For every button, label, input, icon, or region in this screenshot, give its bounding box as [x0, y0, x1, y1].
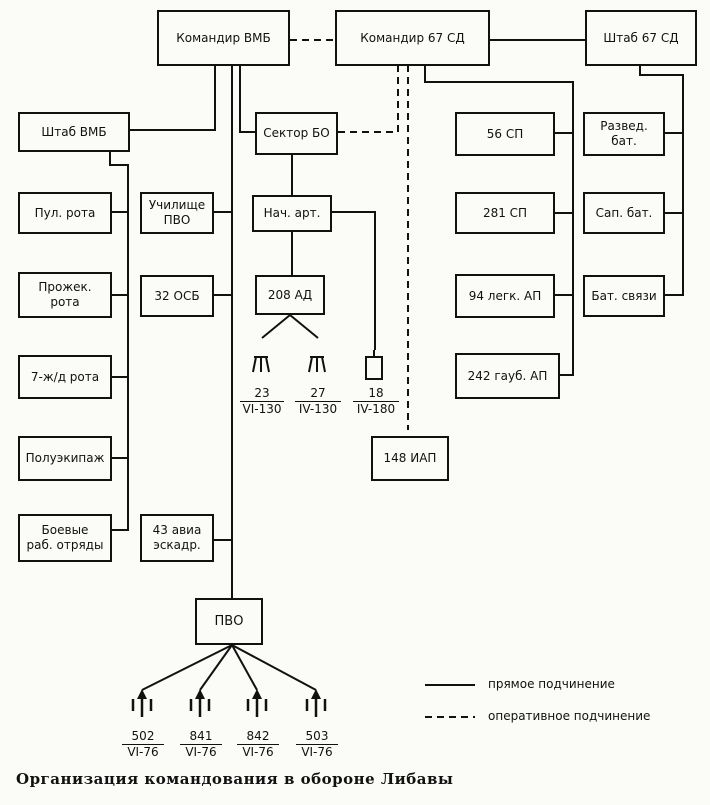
battery-type: IV-180	[356, 402, 396, 416]
battery-label: 18 IV-180	[353, 386, 399, 417]
box-56-sp: 56 СП	[455, 112, 555, 156]
aa-battery-label: 503 VI-76	[296, 729, 338, 760]
aa-battery-number: 841	[180, 729, 222, 745]
box-combat-work-units: Боевые раб. отряды	[18, 514, 112, 562]
box-recon-bat: Развед. бат.	[583, 112, 665, 156]
box-chief-artillery: Нач. арт.	[252, 195, 332, 232]
aa-battery-type: VI-76	[185, 745, 217, 759]
box-208-ad: 208 АД	[255, 275, 325, 315]
battery-label: 23 VI-130	[240, 386, 284, 417]
box-pvo: ПВО	[195, 598, 263, 645]
aa-gun-icon	[246, 689, 268, 717]
box-32-osb: 32 ОСБ	[140, 275, 214, 317]
box-aa-school: Училище ПВО	[140, 192, 214, 234]
box-94-ap: 94 легк. АП	[455, 274, 555, 318]
battery-number: 18	[353, 386, 399, 402]
box-signal-bat: Бат. связи	[583, 275, 665, 317]
box-naval-crew: Полуэкипаж	[18, 436, 112, 481]
box-242-ap: 242 гауб. АП	[455, 353, 560, 399]
gun-icon	[308, 356, 326, 373]
box-sapper-bat: Сап. бат.	[583, 192, 665, 234]
legend-operational-label: оперативное подчинение	[488, 709, 651, 723]
box-43-air-squadron: 43 авиа эскадр.	[140, 514, 214, 562]
box-commander-vmb: Командир ВМБ	[157, 10, 290, 66]
aa-battery-number: 502	[122, 729, 164, 745]
box-mg-company: Пул. рота	[18, 192, 112, 234]
battery-label: 27 IV-130	[295, 386, 341, 417]
battery-number: 27	[295, 386, 341, 402]
legend-direct-label: прямое подчинение	[488, 677, 615, 691]
aa-battery-type: VI-76	[127, 745, 159, 759]
aa-battery-number: 503	[296, 729, 338, 745]
box-searchlight-company: Прожек. рота	[18, 272, 112, 318]
box-staff-67sd: Штаб 67 СД	[585, 10, 697, 66]
box-commander-67sd: Командир 67 СД	[335, 10, 490, 66]
aa-battery-label: 502 VI-76	[122, 729, 164, 760]
box-rail-company: 7-ж/д рота	[18, 355, 112, 399]
aa-gun-icon	[131, 689, 153, 717]
gun-icon	[252, 356, 270, 373]
aa-battery-type: VI-76	[301, 745, 333, 759]
aa-battery-number: 842	[237, 729, 279, 745]
box-148-iap: 148 ИАП	[371, 436, 449, 481]
gun-turret-icon	[365, 356, 383, 380]
figure-caption: Организация командования в обороне Либав…	[16, 770, 454, 788]
aa-battery-label: 842 VI-76	[237, 729, 279, 760]
battery-type: IV-130	[298, 402, 338, 416]
aa-battery-type: VI-76	[242, 745, 274, 759]
box-281-sp: 281 СП	[455, 192, 555, 234]
aa-battery-label: 841 VI-76	[180, 729, 222, 760]
box-sector-bo: Сектор БО	[255, 112, 338, 155]
aa-gun-icon	[189, 689, 211, 717]
box-staff-vmb: Штаб ВМБ	[18, 112, 130, 152]
aa-gun-icon	[305, 689, 327, 717]
battery-type: VI-130	[242, 402, 282, 416]
battery-number: 23	[240, 386, 284, 402]
